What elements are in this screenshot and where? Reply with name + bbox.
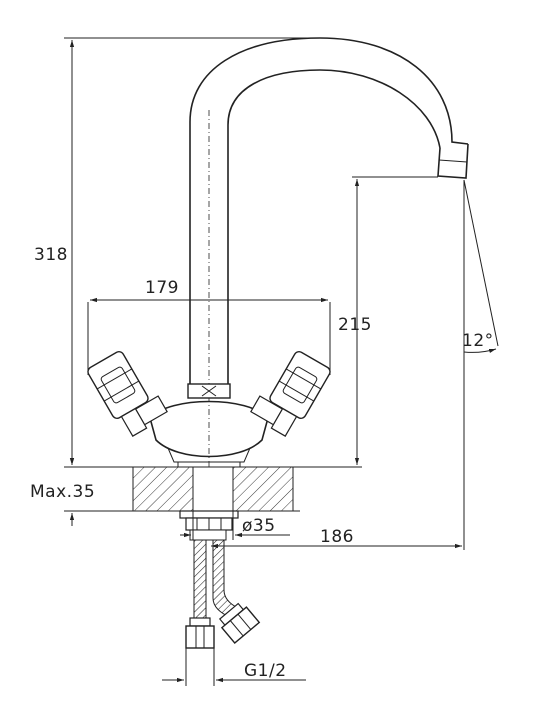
dim-height-total: 318 [34, 37, 320, 468]
left-cross-handle [87, 351, 168, 437]
dim-label-12deg: 12° [462, 331, 494, 351]
mounting-shank [179, 466, 239, 541]
dim-angle: 12° [462, 179, 499, 354]
dim-max-thickness: Max.35 [30, 455, 125, 526]
dim-label-g12: G1/2 [244, 661, 287, 681]
dim-label-dia35: ø35 [242, 516, 276, 536]
dim-thread: G1/2 [162, 648, 306, 686]
dim-spread: 179 [87, 278, 331, 375]
dim-label-318: 318 [34, 245, 68, 265]
flex-hoses [193, 539, 239, 619]
collar [187, 383, 231, 399]
dim-reach: 186 [211, 180, 465, 550]
dim-spout-height: 215 [300, 176, 438, 468]
dim-hole-diameter: ø35 [180, 511, 290, 540]
right-cross-handle [250, 351, 331, 437]
hose-fittings [185, 602, 261, 649]
dim-label-215: 215 [338, 315, 372, 335]
valve-body [149, 400, 269, 467]
dim-label-max35: Max.35 [30, 482, 95, 502]
dim-label-179: 179 [145, 278, 179, 298]
spout [189, 37, 469, 540]
dim-label-186: 186 [320, 527, 354, 547]
